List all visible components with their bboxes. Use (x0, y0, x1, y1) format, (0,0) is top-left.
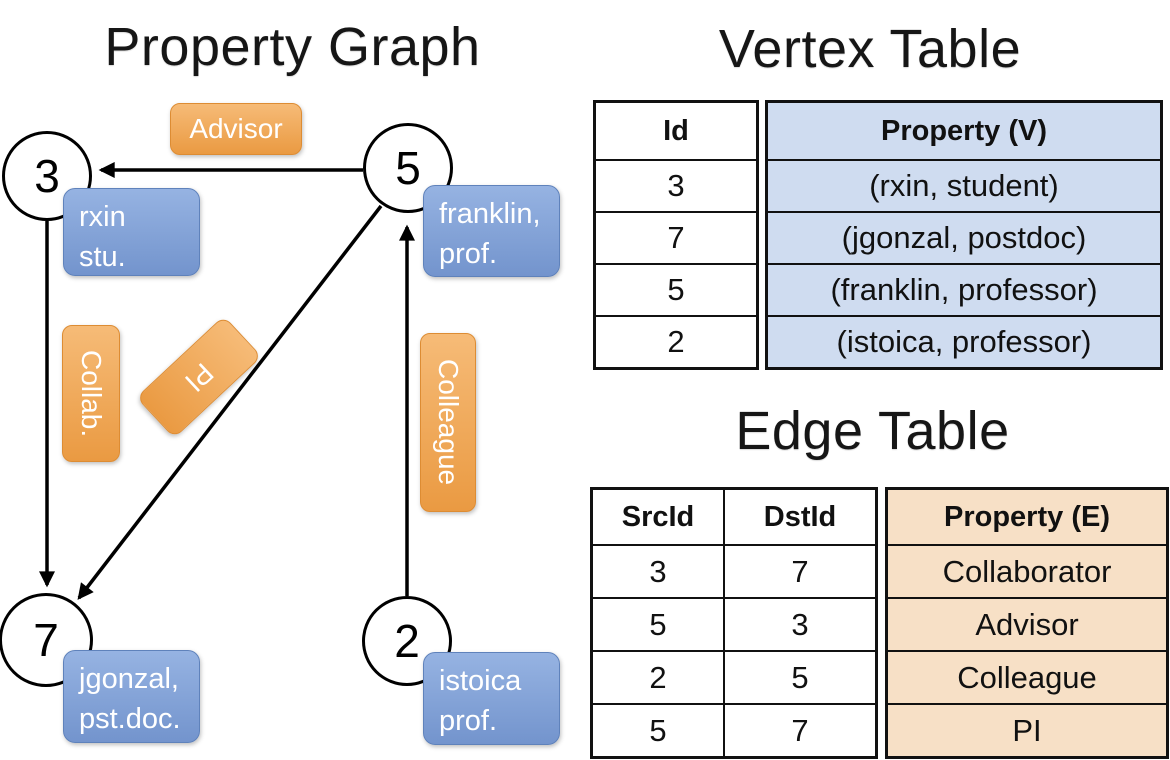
table-cell: 7 (723, 544, 875, 597)
table-cell: PI (888, 703, 1166, 756)
table-cell: 5 (593, 597, 723, 650)
card-line: istoica (439, 665, 522, 697)
table-cell: Collaborator (888, 544, 1166, 597)
edge-label-advisor: Advisor (170, 103, 302, 155)
graph-node-5: 5 (363, 123, 453, 213)
column-header: Property (E) (888, 490, 1166, 544)
node-id-label: 3 (34, 150, 60, 202)
edge-label-collab: Collab. (62, 325, 120, 462)
card-line: franklin, (439, 198, 541, 230)
node-property-card-rxin: rxin stu. (63, 188, 200, 276)
card-line: prof. (439, 705, 498, 738)
graph-edges-layer (38, 161, 416, 600)
edge-label-colleague: Colleague (420, 333, 476, 512)
vertex-table-title: Vertex Table (718, 19, 1022, 79)
column-header: SrcId (621, 500, 695, 533)
edge-table-title: Edge Table (735, 401, 1010, 461)
table-cell: (istoica, professor) (768, 315, 1160, 367)
node-property-card-istoica: istoica prof. (423, 652, 560, 745)
table-cell: Advisor (888, 597, 1166, 650)
property-graph-title: Property Graph (104, 17, 481, 77)
table-cell: Colleague (888, 650, 1166, 703)
table-cell: 2 (593, 650, 723, 703)
card-line: jgonzal, (79, 663, 179, 695)
table-cell: 3 (723, 597, 875, 650)
node-id-label: 7 (33, 614, 59, 666)
column-header: Property (V) (768, 103, 1160, 159)
table-cell: 3 (596, 159, 756, 211)
table-cell: (jgonzal, postdoc) (768, 211, 1160, 263)
node-property-card-franklin: franklin, prof. (423, 185, 560, 277)
graph-node-2: 2 (362, 596, 452, 686)
edge-arrow-pi-5-to-7 (77, 204, 383, 600)
card-line: pst.doc. (79, 703, 181, 736)
table-cell: (rxin, student) (768, 159, 1160, 211)
card-line: stu. (79, 241, 126, 274)
table-cell: 5 (593, 703, 723, 756)
table-cell: 7 (596, 211, 756, 263)
column-header: Id (663, 114, 689, 147)
node-property-card-jgonzal: jgonzal, pst.doc. (63, 650, 200, 743)
table-cell: 7 (723, 703, 875, 756)
table-cell: 2 (596, 315, 756, 367)
table-cell: 5 (723, 650, 875, 703)
card-line: prof. (439, 238, 498, 271)
table-cell: (franklin, professor) (768, 263, 1160, 315)
vertex-table-property-column: Property (V)(rxin, student)(jgonzal, pos… (765, 100, 1163, 370)
table-cell: 5 (596, 263, 756, 315)
table-cell: 3 (593, 544, 723, 597)
node-id-label: 5 (395, 142, 421, 194)
node-id-label: 2 (394, 615, 420, 667)
column-header: DstId (723, 490, 875, 544)
card-line: rxin (79, 201, 126, 233)
